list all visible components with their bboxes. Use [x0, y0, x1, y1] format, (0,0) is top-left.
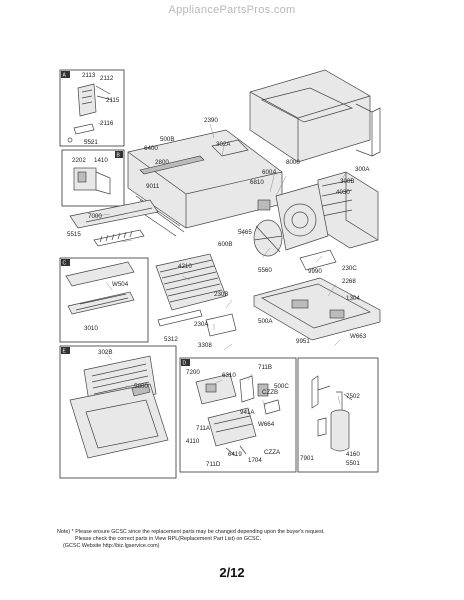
label-600b: 600B [218, 241, 232, 248]
evaporator-coil-part [155, 253, 237, 337]
label-3010: 3010 [84, 325, 98, 332]
label-7000: 7000 [88, 213, 102, 220]
box-b-tag: B [117, 153, 121, 159]
box-c-tag: C [63, 261, 67, 267]
label-7200: 7200 [186, 369, 200, 376]
label-300b: 300B [340, 178, 354, 185]
label-2116: 2116 [100, 120, 114, 127]
replacement-note: Note) * Please ensure GCSC since the rep… [57, 529, 417, 549]
label-5465: 5465 [238, 229, 252, 236]
label-6400: 6400 [144, 145, 158, 152]
label-302b: 302B [98, 349, 112, 356]
label-4030: 4030 [336, 189, 350, 196]
label-w664: W664 [258, 421, 275, 428]
label-7502: 7502 [346, 393, 360, 400]
label-2268: 2268 [342, 278, 356, 285]
label-4160: 4160 [346, 451, 360, 458]
base-tray-part [253, 249, 381, 341]
label-2112: 2112 [100, 75, 114, 82]
label-941a: 941A [240, 409, 255, 416]
label-5800: 5800 [134, 383, 148, 390]
box-d-tag: D [183, 361, 187, 367]
label-6419: 6419 [228, 451, 242, 458]
parts-box-e: E [59, 345, 177, 479]
label-1410: 1410 [94, 157, 108, 164]
label-czza: CZZA [264, 449, 281, 456]
label-8000: 8000 [286, 159, 300, 166]
site-watermark: AppliancePartsPros.com [168, 4, 296, 16]
label-2115: 2115 [106, 97, 120, 104]
label-3308: 3308 [198, 342, 212, 349]
label-7901: 7901 [300, 455, 314, 462]
note-line-1: Note) * Please ensure GCSC since the rep… [57, 529, 325, 535]
cabinet-part [249, 69, 381, 163]
label-w663: W663 [350, 333, 367, 340]
label-1304: 1304 [346, 295, 360, 302]
label-9011: 9011 [146, 183, 160, 190]
label-5521: 5521 [84, 139, 98, 146]
label-300a: 300A [355, 166, 370, 173]
grille-part [69, 199, 159, 247]
label-4210: 4210 [178, 263, 192, 270]
page-number: 2/12 [219, 565, 245, 580]
label-9990: 9990 [308, 268, 322, 275]
parts-box-compressor [297, 357, 379, 473]
label-600a: 600A [262, 169, 277, 176]
parts-box-c: C [59, 257, 149, 343]
fan-shroud-part [253, 183, 329, 257]
label-6310: 6310 [222, 372, 236, 379]
label-711b: 711B [258, 364, 272, 371]
label-500a: 500A [258, 318, 273, 325]
box-a-tag: A [63, 73, 67, 79]
parts-box-a: A [59, 69, 125, 147]
box-e-tag: E [63, 349, 67, 355]
label-5515: 5515 [67, 231, 81, 238]
label-711d: 711D [206, 461, 221, 468]
note-line-3: (GCSC Website http://biz.lgservice.com) [63, 542, 160, 549]
label-500c: 500C [274, 383, 289, 390]
label-5560: 5560 [258, 267, 272, 274]
label-w504: W504 [112, 281, 129, 288]
parts-box-b [61, 149, 125, 207]
label-302a: 302A [216, 141, 231, 148]
label-500b: 500B [160, 136, 174, 143]
leader-lines [83, 121, 347, 407]
label-2113: 2113 [82, 72, 96, 79]
label-9951: 9951 [296, 338, 310, 345]
label-1704: 1704 [248, 457, 262, 464]
label-5501: 5501 [346, 460, 360, 467]
label-711a: 711A [196, 425, 211, 432]
label-2390: 2390 [204, 117, 218, 124]
label-5312: 5312 [164, 336, 178, 343]
label-2800: 2800 [155, 159, 169, 166]
label-230a: 230A [194, 321, 209, 328]
label-czzb: CZZB [262, 389, 278, 396]
label-6810: 6810 [250, 179, 264, 186]
note-line-2: Please check the correct parts in View R… [75, 535, 261, 542]
label-2202: 2202 [72, 157, 86, 164]
label-4110: 4110 [186, 438, 200, 445]
parts-box-d: D [179, 357, 297, 473]
label-230b: 230B [214, 291, 228, 298]
label-230c: 230C [342, 265, 357, 272]
